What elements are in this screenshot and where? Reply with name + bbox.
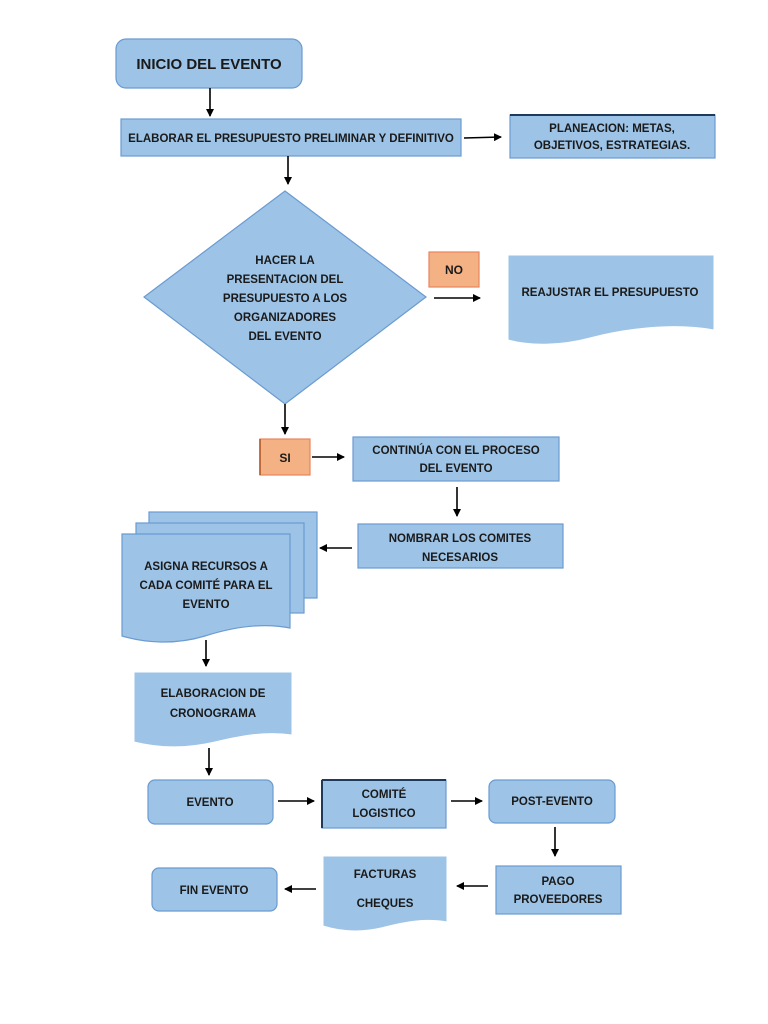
- node-si-label: SI: [279, 451, 290, 465]
- node-reajustar-label: REAJUSTAR EL PRESUPUESTO: [521, 287, 698, 299]
- node-nombrar: NOMBRAR LOS COMITES NECESARIOS: [357, 523, 564, 569]
- node-asigna: ASIGNA RECURSOS A CADA COMITÉ PARA EL EV…: [121, 511, 318, 643]
- node-no: NO: [428, 251, 480, 288]
- arrow-elaborar-planeacion: [463, 133, 502, 142]
- node-post-evento-label: POST-EVENTO: [511, 796, 593, 808]
- node-planeacion-line-1: PLANEACION: METAS,: [549, 123, 675, 135]
- node-planeacion: PLANEACION: METAS, OBJETIVOS, ESTRATEGIA…: [509, 114, 716, 159]
- node-evento: EVENTO: [147, 779, 274, 825]
- node-facturas-line-2: CHEQUES: [357, 898, 414, 910]
- node-continua-line-2: DEL EVENTO: [419, 463, 492, 475]
- node-post-evento: POST-EVENTO: [488, 779, 616, 824]
- node-planeacion-line-2: OBJETIVOS, ESTRATEGIAS.: [534, 140, 690, 152]
- node-comite-line-2: LOGISTICO: [352, 808, 415, 820]
- node-facturas-line-1: FACTURAS: [354, 869, 417, 881]
- node-decision-line-4: ORGANIZADORES: [234, 312, 337, 324]
- node-elaborar: ELABORAR EL PRESUPUESTO PRELIMINAR Y DEF…: [120, 118, 462, 157]
- node-decision-line-5: DEL EVENTO: [248, 331, 321, 343]
- node-inicio-label: INICIO DEL EVENTO: [136, 56, 282, 73]
- node-facturas: FACTURAS CHEQUES: [322, 855, 448, 932]
- node-pago-line-2: PROVEEDORES: [514, 894, 603, 906]
- node-fin: FIN EVENTO: [151, 867, 278, 912]
- node-si: SI: [259, 438, 311, 476]
- node-nombrar-line-1: NOMBRAR LOS COMITES: [389, 533, 532, 545]
- node-decision-line-3: PRESUPUESTO A LOS: [223, 293, 348, 305]
- node-decision-line-2: PRESENTACION DEL: [227, 274, 344, 286]
- node-decision-line-1: HACER LA: [255, 255, 314, 267]
- node-fin-label: FIN EVENTO: [180, 885, 249, 897]
- node-inicio: INICIO DEL EVENTO: [115, 38, 303, 89]
- node-cronograma: ELABORACION DE CRONOGRAMA: [133, 671, 293, 748]
- node-evento-label: EVENTO: [186, 797, 233, 809]
- node-asigna-line-3: EVENTO: [182, 599, 229, 611]
- node-asigna-line-1: ASIGNA RECURSOS A: [144, 561, 268, 573]
- node-continua: CONTINÚA CON EL PROCESO DEL EVENTO: [352, 436, 560, 482]
- node-cronograma-line-2: CRONOGRAMA: [170, 708, 256, 720]
- node-reajustar: REAJUSTAR EL PRESUPUESTO: [507, 254, 715, 345]
- node-comite: COMITÉ LOGISTICO: [321, 779, 447, 829]
- node-nombrar-line-2: NECESARIOS: [422, 552, 498, 564]
- node-decision: HACER LA PRESENTACION DEL PRESUPUESTO A …: [143, 190, 427, 405]
- node-cronograma-line-1: ELABORACION DE: [161, 688, 266, 700]
- node-comite-line-1: COMITÉ: [362, 788, 407, 801]
- node-elaborar-label: ELABORAR EL PRESUPUESTO PRELIMINAR Y DEF…: [128, 133, 454, 145]
- node-pago: PAGO PROVEEDORES: [495, 865, 622, 915]
- node-asigna-line-2: CADA COMITÉ PARA EL: [139, 579, 272, 592]
- node-continua-line-1: CONTINÚA CON EL PROCESO: [372, 444, 539, 457]
- node-no-label: NO: [445, 263, 463, 277]
- node-pago-line-1: PAGO: [541, 876, 574, 888]
